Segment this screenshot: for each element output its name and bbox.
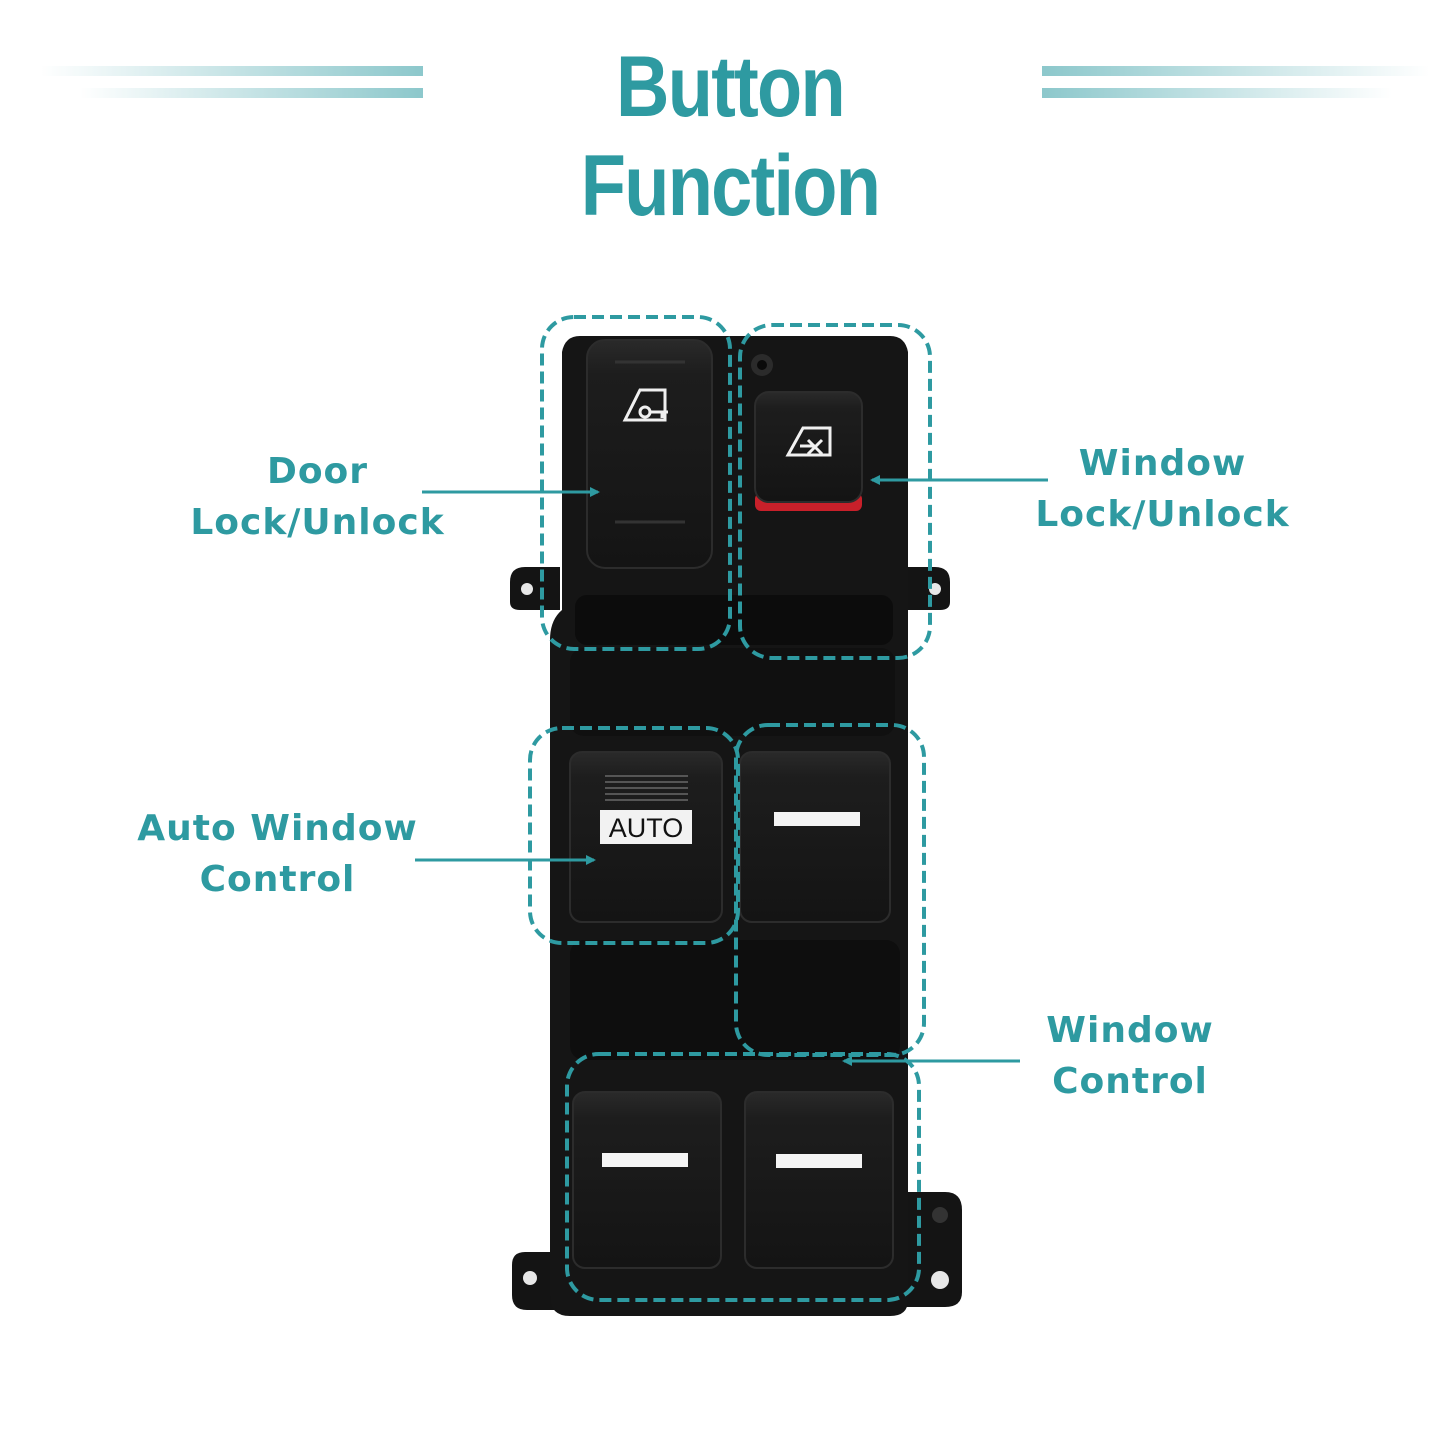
callout-window-lock-line2: Lock/Unlock (1035, 494, 1290, 535)
recess-mid (570, 648, 895, 736)
recess-top (575, 595, 893, 645)
callout-auto-window-line2: Control (199, 859, 356, 900)
indicator-bar (776, 1154, 862, 1168)
title-stripe-left-bottom (80, 88, 423, 98)
callout-window-control-line2: Control (1052, 1061, 1208, 1102)
title-stripe-right-top (1042, 66, 1430, 76)
door-key-icon (622, 388, 668, 422)
callout-auto-window: Auto Window Control (125, 803, 430, 905)
mounting-tab-left-top (510, 567, 560, 610)
mounting-tab-left-bottom (512, 1252, 560, 1310)
switch-body (550, 336, 908, 1316)
auto-window-key[interactable]: AUTO (569, 751, 723, 923)
indicator-bar (602, 1153, 688, 1167)
window-key-rear-left[interactable] (572, 1091, 722, 1269)
auto-label: AUTO (609, 813, 684, 843)
title-stripe-right-bottom (1042, 88, 1392, 98)
highlight-window-lock (738, 323, 932, 660)
window-lock-key[interactable] (754, 391, 863, 511)
callout-auto-window-line1: Auto Window (137, 808, 418, 849)
window-key-rear-right[interactable] (744, 1091, 894, 1269)
callout-door-lock: Door Lock/Unlock (180, 446, 455, 548)
callout-window-control: Window Control (1020, 1005, 1240, 1107)
highlight-window-front (734, 723, 926, 1057)
callout-window-lock: Window Lock/Unlock (1025, 438, 1300, 540)
callout-window-control-line1: Window (1046, 1010, 1214, 1051)
mounting-tab-right-bottom (905, 1192, 962, 1307)
auto-key-grille (605, 775, 688, 801)
callout-door-lock-line1: Door (266, 451, 369, 492)
door-lock-key[interactable] (586, 339, 713, 569)
title-bar: Button Function (0, 30, 1440, 234)
title-stripe-left-top (40, 66, 423, 76)
highlight-door-lock (540, 315, 732, 651)
page-title: Button Function (580, 39, 881, 234)
window-key-front-right[interactable] (739, 751, 891, 923)
callout-window-lock-line1: Window (1078, 443, 1247, 484)
window-lock-icon (785, 426, 832, 457)
callout-door-lock-line2: Lock/Unlock (190, 502, 445, 543)
indicator-bar (774, 812, 860, 826)
highlight-auto-window (528, 726, 740, 945)
highlight-window-rear (565, 1052, 921, 1302)
